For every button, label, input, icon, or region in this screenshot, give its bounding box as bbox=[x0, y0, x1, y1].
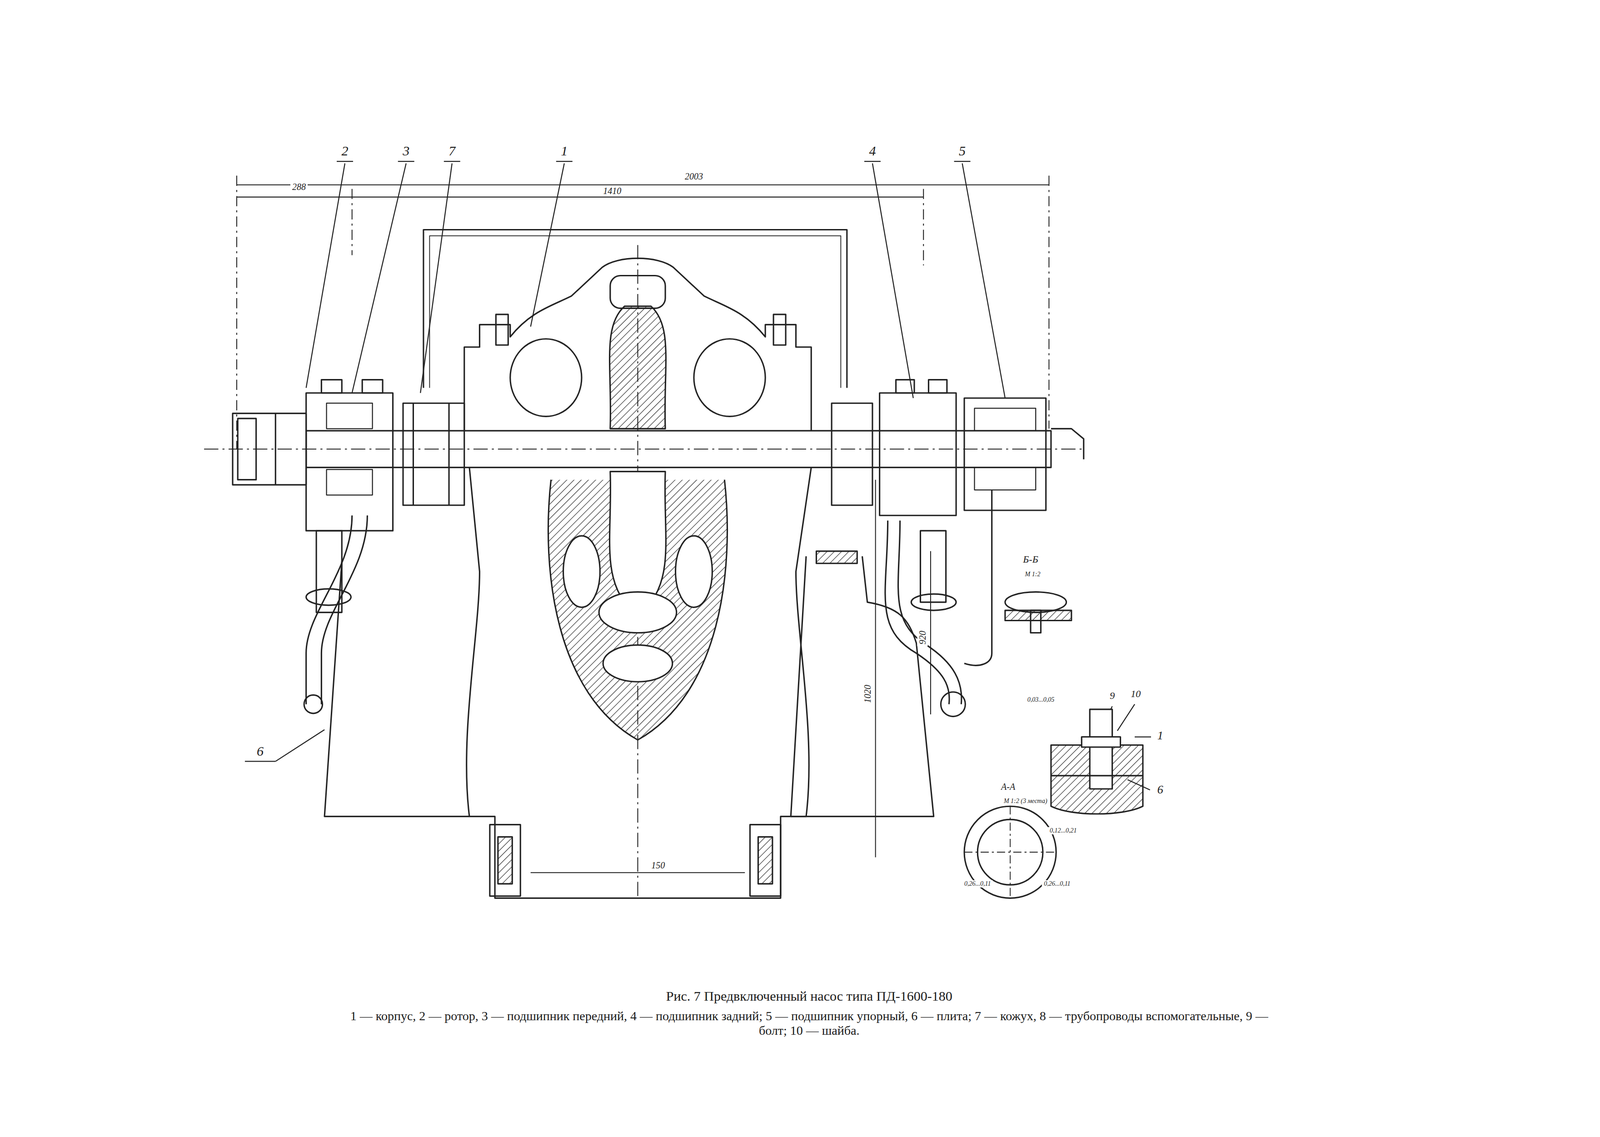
tolerance: 0,26...0,11 bbox=[1041, 880, 1072, 888]
tolerance: 0,26...0,11 bbox=[962, 880, 993, 888]
callout-number: 6 bbox=[1155, 782, 1166, 797]
callout-number: 4 bbox=[867, 143, 878, 160]
scale-note: М 1:2 bbox=[1023, 570, 1043, 579]
tolerance: 0,03...0,05 bbox=[1025, 696, 1057, 704]
callout-number: 7 bbox=[446, 143, 458, 160]
parts-list: 1 — корпус, 2 — ротор, 3 — подшипник пер… bbox=[348, 1008, 1271, 1038]
dimension: 1020 bbox=[862, 682, 873, 705]
callout-number: 6 bbox=[254, 742, 266, 759]
dimension-lines bbox=[204, 175, 1082, 898]
section-label: А-А bbox=[999, 781, 1017, 793]
callout-number: 3 bbox=[400, 143, 412, 160]
dimension: 288 bbox=[290, 181, 308, 192]
callout-number: 9 bbox=[1107, 690, 1117, 702]
callout-number: 10 bbox=[1128, 687, 1143, 700]
section-label: Б-Б bbox=[1021, 553, 1040, 565]
dimension: 920 bbox=[917, 628, 928, 647]
dimension: 2003 bbox=[682, 171, 705, 182]
dimension: 150 bbox=[649, 860, 667, 871]
leader-lines bbox=[244, 161, 1152, 790]
figure-caption: Рис. 7 Предвключенный насос типа ПД-1600… bbox=[664, 987, 955, 1004]
tolerance: 0,12...0,21 bbox=[1047, 827, 1079, 835]
callout-number: 5 bbox=[957, 143, 968, 160]
callout-number: 1 bbox=[558, 143, 570, 160]
dimension: 1410 bbox=[601, 185, 624, 196]
callout-number: 2 bbox=[339, 143, 350, 160]
scale-note: М 1:2 (3 места) bbox=[1001, 797, 1050, 805]
callout-number: 1 bbox=[1155, 728, 1166, 743]
